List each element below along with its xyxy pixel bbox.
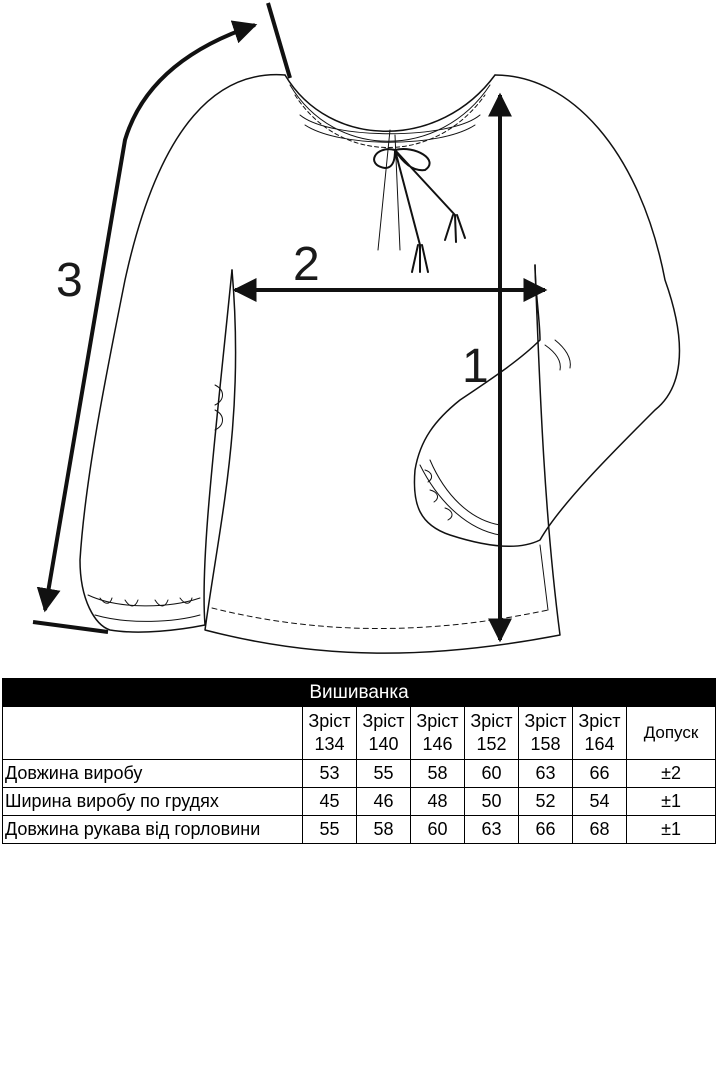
tassel-right-icon (444, 214, 466, 243)
value-cell: 68 (572, 815, 627, 844)
table-title-row: Вишиванка (1, 678, 717, 707)
neckline-inner (289, 84, 491, 142)
table-row: Довжина виробу 53 55 58 60 63 66 ±2 (2, 759, 717, 788)
sleeve-measure-tick-top (266, 2, 292, 79)
value-cell: 48 (410, 787, 465, 816)
value-cell: 55 (356, 759, 411, 788)
tassel-left-icon (411, 244, 429, 273)
value-cell: 60 (464, 759, 519, 788)
value-cell: 63 (464, 815, 519, 844)
neckline-outline (284, 74, 496, 132)
table-row: Довжина рукава від горловини 55 58 60 63… (2, 815, 717, 844)
table-row: Ширина виробу по грудях 45 46 48 50 52 5… (2, 787, 717, 816)
value-cell: 58 (410, 759, 465, 788)
value-cell: 66 (518, 815, 573, 844)
tolerance-cell: ±1 (625, 815, 717, 844)
left-cuff (87, 594, 201, 622)
row-label: Довжина виробу (2, 759, 303, 788)
right-sleeve-outline (413, 74, 681, 548)
value-cell: 53 (302, 759, 357, 788)
table-title: Вишиванка (1, 678, 717, 707)
tolerance-header: Допуск (625, 706, 717, 760)
value-cell: 63 (518, 759, 573, 788)
value-cell: 50 (464, 787, 519, 816)
right-cuff-gathers (424, 469, 453, 521)
left-sleeve-outline (79, 73, 286, 633)
side-slit (539, 544, 549, 611)
value-cell: 58 (356, 815, 411, 844)
neck-tie (373, 148, 456, 246)
value-cell: 45 (302, 787, 357, 816)
tolerance-cell: ±1 (625, 787, 717, 816)
body-hem-stitch (211, 607, 549, 629)
value-cell: 55 (302, 815, 357, 844)
length-label: 1 (462, 340, 489, 393)
value-cell: 46 (356, 787, 411, 816)
chest-label: 2 (293, 238, 320, 291)
row-label: Ширина виробу по грудях (2, 787, 303, 816)
sleeve-measure-line (36, 20, 258, 613)
value-cell: 52 (518, 787, 573, 816)
value-cell: 66 (572, 759, 627, 788)
value-cell: 60 (410, 815, 465, 844)
blouse-body-outline (204, 264, 561, 654)
right-cuff (419, 459, 501, 536)
value-cell: 54 (572, 787, 627, 816)
header-empty-cell (2, 706, 303, 760)
tolerance-cell: ±2 (625, 759, 717, 788)
yoke-gathers (299, 114, 481, 143)
left-cuff-gathers (99, 597, 193, 607)
row-label: Довжина рукава від горловини (2, 815, 303, 844)
sleeve-measure-tick-bottom (32, 620, 109, 634)
front-slit (377, 129, 401, 251)
sleeve-label: 3 (56, 254, 83, 307)
right-sleeve-gathers (544, 339, 571, 371)
blouse-diagram: 1 2 3 (32, 2, 681, 654)
